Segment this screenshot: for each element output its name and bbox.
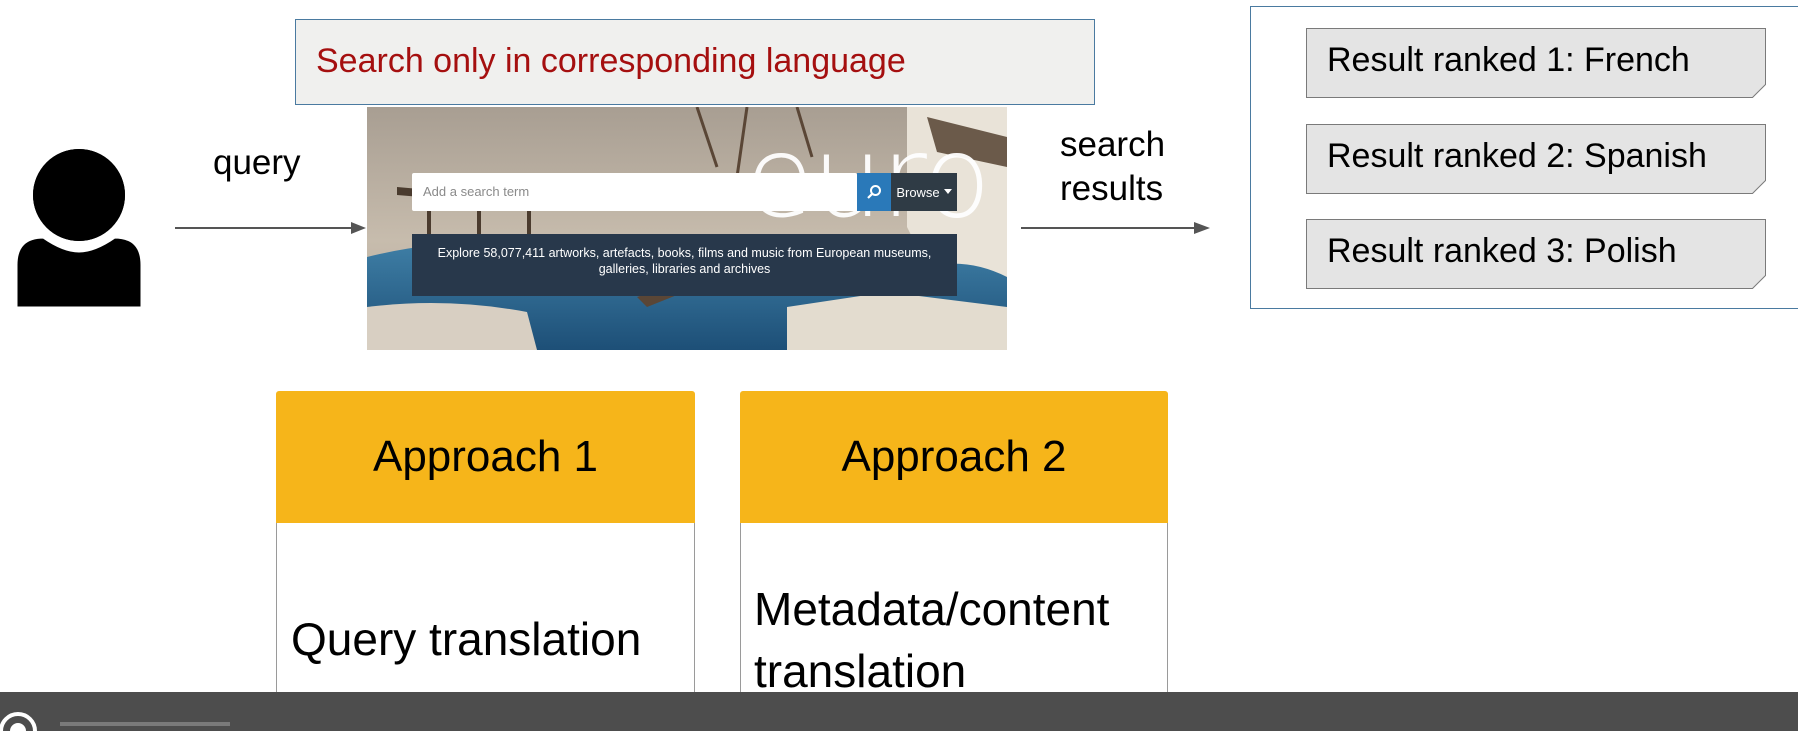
approach-2-header: Approach 2 bbox=[740, 391, 1168, 523]
approach-1-header: Approach 1 bbox=[276, 391, 695, 523]
footer-wordmark bbox=[60, 722, 230, 726]
browse-label: Browse bbox=[896, 184, 940, 200]
circle-logo-icon bbox=[0, 712, 37, 731]
search-icon bbox=[867, 185, 881, 199]
user-silhouette-icon bbox=[10, 149, 148, 310]
page-fold-icon bbox=[1752, 275, 1766, 289]
result-card-1: Result ranked 1: French bbox=[1306, 28, 1766, 98]
browse-button[interactable]: Browse bbox=[891, 173, 957, 211]
search-results-line1: search bbox=[1060, 125, 1166, 164]
page-fold-icon bbox=[1752, 84, 1766, 98]
results-panel: Result ranked 1: French Result ranked 2:… bbox=[1250, 6, 1798, 309]
result-text: Result ranked 2: Spanish bbox=[1327, 137, 1707, 175]
search-results-label: search results bbox=[1060, 123, 1165, 211]
approach-1-description: Query translation bbox=[291, 613, 642, 665]
search-placeholder: Add a search term bbox=[423, 184, 530, 199]
language-restriction-banner: Search only in corresponding language bbox=[295, 19, 1095, 105]
europeana-search-screenshot: euro Add a search term Browse Explore 58… bbox=[367, 107, 1007, 350]
explore-description: Explore 58,077,411 artworks, artefacts, … bbox=[412, 234, 957, 296]
result-text: Result ranked 1: French bbox=[1327, 41, 1690, 79]
results-arrow bbox=[1021, 222, 1210, 234]
search-button[interactable] bbox=[857, 173, 891, 211]
search-results-line2: results bbox=[1060, 169, 1164, 208]
caret-down-icon bbox=[943, 189, 952, 194]
search-input[interactable]: Add a search term bbox=[412, 173, 857, 211]
query-label: query bbox=[213, 143, 301, 182]
footer-bar bbox=[0, 692, 1798, 731]
banner-text: Search only in corresponding language bbox=[316, 42, 906, 80]
result-card-3: Result ranked 3: Polish bbox=[1306, 219, 1766, 289]
page-fold-icon bbox=[1752, 180, 1766, 194]
query-arrow bbox=[175, 222, 366, 234]
result-card-2: Result ranked 2: Spanish bbox=[1306, 124, 1766, 194]
approach-2-description: Metadata/content translation bbox=[754, 583, 1110, 697]
result-text: Result ranked 3: Polish bbox=[1327, 232, 1677, 270]
